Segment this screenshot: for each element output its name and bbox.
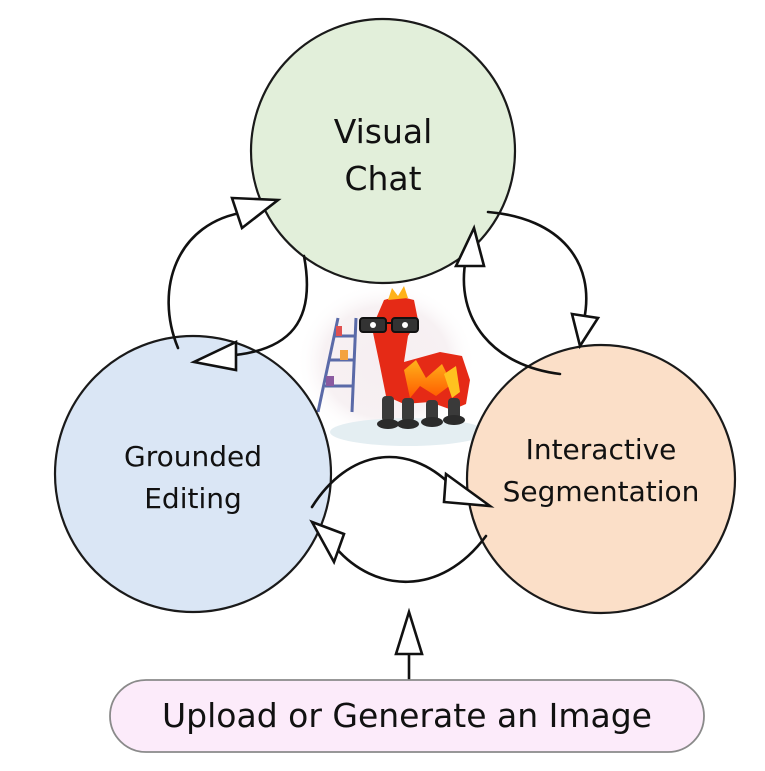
mascot-illustration (296, 282, 486, 446)
arrow-grounded-editing-to-visual-chat (167, 210, 248, 350)
arrow-grounded-editing-to-segmentation (310, 455, 454, 509)
grounded-editing-label-line2: Editing (144, 482, 242, 515)
arrowhead-visual-chat-to-grounded-editing (189, 339, 238, 372)
arrow-segmentation-to-grounded-editing (334, 534, 488, 584)
shelf-item (336, 326, 342, 336)
arrowhead-upload-to-center (394, 607, 424, 656)
visual-chat-label-line1: Visual (334, 112, 433, 151)
node-interactive-segmentation (465, 343, 737, 615)
node-grounded-editing (53, 334, 333, 614)
node-visual-chat (249, 17, 517, 285)
arrowhead-grounded-editing-to-segmentation (442, 471, 495, 508)
interactive-segmentation-label-line2: Segmentation (503, 475, 700, 508)
red-creature-figure (359, 286, 470, 429)
grounded-editing-label-line1: Grounded (124, 440, 262, 473)
upload-image-pill[interactable] (109, 679, 705, 753)
arrowhead-grounded-editing-to-visual-chat (230, 196, 282, 231)
arrow-visual-chat-to-grounded-editing (222, 254, 309, 358)
arrowhead-segmentation-to-grounded-editing (309, 519, 346, 566)
shelf-item (326, 376, 334, 386)
arrow-visual-chat-to-segmentation (486, 210, 588, 322)
visual-chat-label-line2: Chat (344, 159, 421, 198)
shelf-item (340, 350, 348, 360)
arrow-segmentation-to-visual-chat (462, 256, 562, 376)
arrowhead-visual-chat-to-segmentation (570, 312, 601, 350)
interactive-segmentation-label-line1: Interactive (526, 433, 677, 466)
arrowhead-segmentation-to-visual-chat (453, 224, 486, 268)
upload-image-label: Upload or Generate an Image (162, 696, 652, 735)
